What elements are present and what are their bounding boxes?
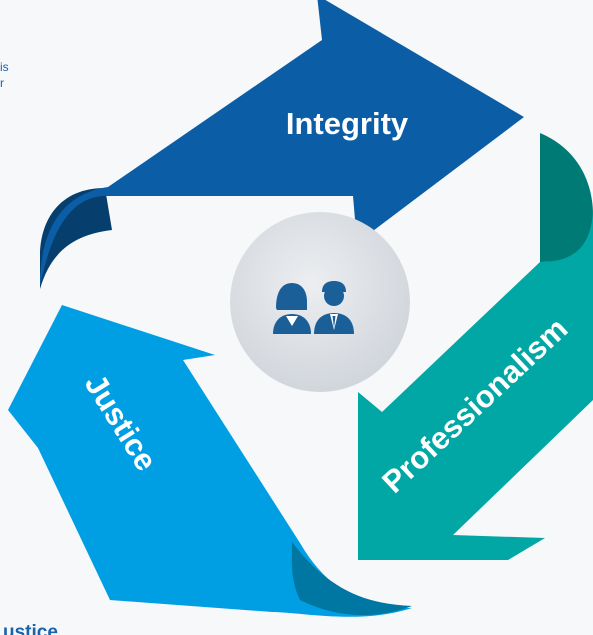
professionalism-arrow: Professionalism bbox=[358, 133, 593, 560]
cut-off-heading-bottom: ustice bbox=[3, 622, 58, 635]
integrity-label: Integrity bbox=[286, 106, 409, 141]
center-circle bbox=[230, 212, 410, 392]
integrity-arrow-fold bbox=[40, 188, 112, 289]
justice-arrow: Justice bbox=[8, 305, 412, 617]
cut-off-text-left-line-2: r bbox=[0, 76, 4, 90]
justice-arrow-body bbox=[8, 305, 412, 617]
integrity-arrow-body bbox=[40, 0, 524, 286]
professionalism-arrow-fold bbox=[540, 133, 593, 262]
integrity-arrow: Integrity bbox=[40, 0, 524, 289]
center-hub bbox=[230, 212, 410, 392]
two-people-icon bbox=[273, 281, 354, 334]
cut-off-text-left-line-1: is bbox=[0, 60, 9, 74]
justice-arrow-fold bbox=[291, 542, 412, 616]
professionalism-arrow-body bbox=[358, 205, 593, 560]
